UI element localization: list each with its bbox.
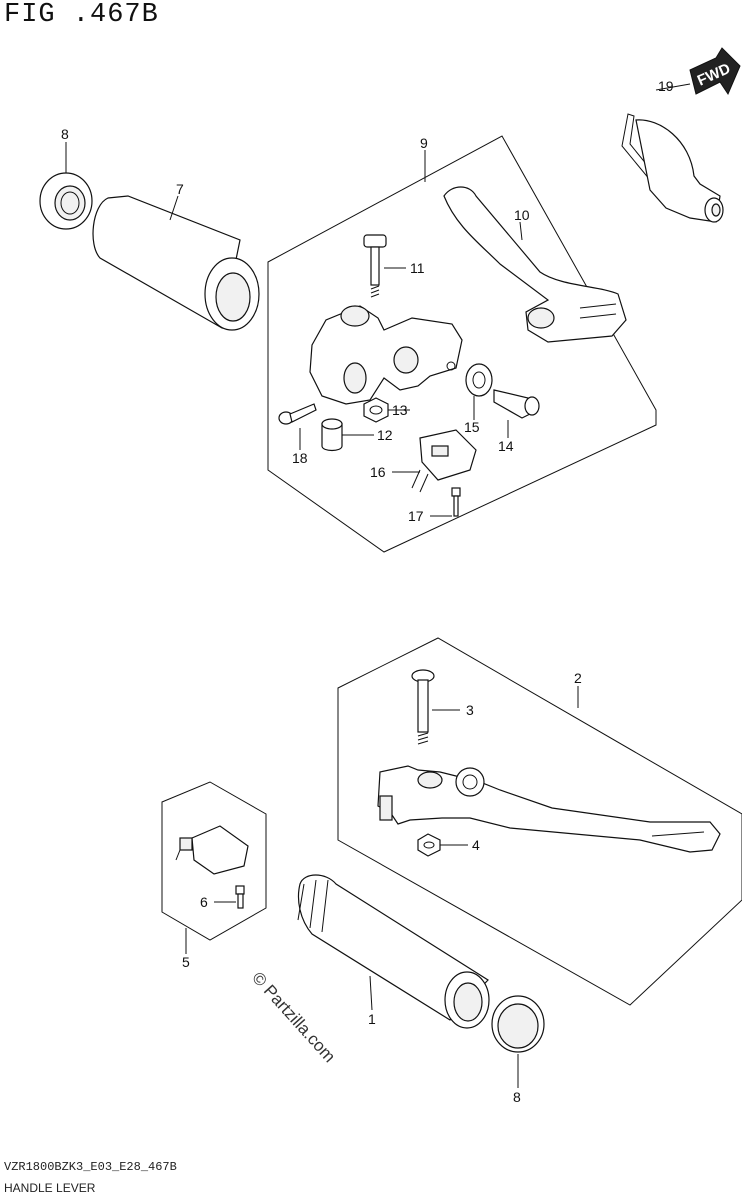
callout-4: 4 bbox=[472, 837, 480, 853]
callout-2: 2 bbox=[574, 670, 582, 686]
part-4-nut bbox=[417, 833, 441, 857]
assembly-outline-9 bbox=[267, 135, 657, 553]
part-1-throttle-grip bbox=[297, 874, 490, 1029]
figure-title: FIG .467B bbox=[4, 0, 159, 30]
lever-holder-bracket bbox=[309, 305, 463, 405]
part-5-brake-switch bbox=[175, 825, 249, 875]
callout-6: 6 bbox=[200, 894, 208, 910]
callout-3: 3 bbox=[466, 702, 474, 718]
assembly-outline-5 bbox=[161, 781, 267, 941]
callout-18: 18 bbox=[292, 450, 308, 466]
part-18-screw bbox=[278, 403, 317, 425]
part-10-clutch-lever bbox=[443, 186, 627, 343]
part-16-clutch-switch bbox=[411, 429, 477, 493]
part-13-nut bbox=[363, 397, 389, 423]
callout-12: 12 bbox=[377, 427, 393, 443]
callout-9: 9 bbox=[420, 135, 428, 151]
callout-17: 17 bbox=[408, 508, 424, 524]
part-11-pivot-bolt bbox=[363, 234, 387, 298]
callout-10: 10 bbox=[514, 207, 530, 223]
callout-8-top: 8 bbox=[61, 126, 69, 142]
part-15-adjuster-wheel bbox=[465, 363, 493, 397]
callout-14: 14 bbox=[498, 438, 514, 454]
diagram-code: VZR1800BZK3_E03_E28_467B bbox=[4, 1160, 177, 1174]
section-name: HANDLE LEVER bbox=[4, 1181, 96, 1195]
part-7-left-grip bbox=[92, 195, 260, 331]
part-2-brake-lever bbox=[377, 765, 721, 853]
forward-direction-arrow: FWD bbox=[689, 47, 741, 96]
leader-lines bbox=[65, 83, 691, 1088]
part-17-screw bbox=[451, 487, 461, 517]
part-3-pivot-bolt bbox=[411, 669, 435, 745]
callout-13: 13 bbox=[392, 402, 408, 418]
part-14-adjuster-bolt bbox=[493, 389, 540, 419]
callout-11: 11 bbox=[410, 260, 425, 276]
callout-16: 16 bbox=[370, 464, 386, 480]
callout-5: 5 bbox=[182, 954, 190, 970]
callout-7: 7 bbox=[176, 181, 184, 197]
assembly-outline-2 bbox=[337, 637, 742, 1006]
part-8-grip-end-top bbox=[39, 172, 93, 230]
part-12-collar bbox=[321, 418, 343, 452]
callout-8-bottom: 8 bbox=[513, 1089, 521, 1105]
callout-1: 1 bbox=[368, 1011, 376, 1027]
callout-19: 19 bbox=[658, 78, 674, 94]
part-8-grip-end-bottom bbox=[491, 995, 545, 1053]
part-19-bar-end bbox=[621, 113, 724, 223]
part-6-screw bbox=[235, 885, 245, 909]
callout-15: 15 bbox=[464, 419, 480, 435]
